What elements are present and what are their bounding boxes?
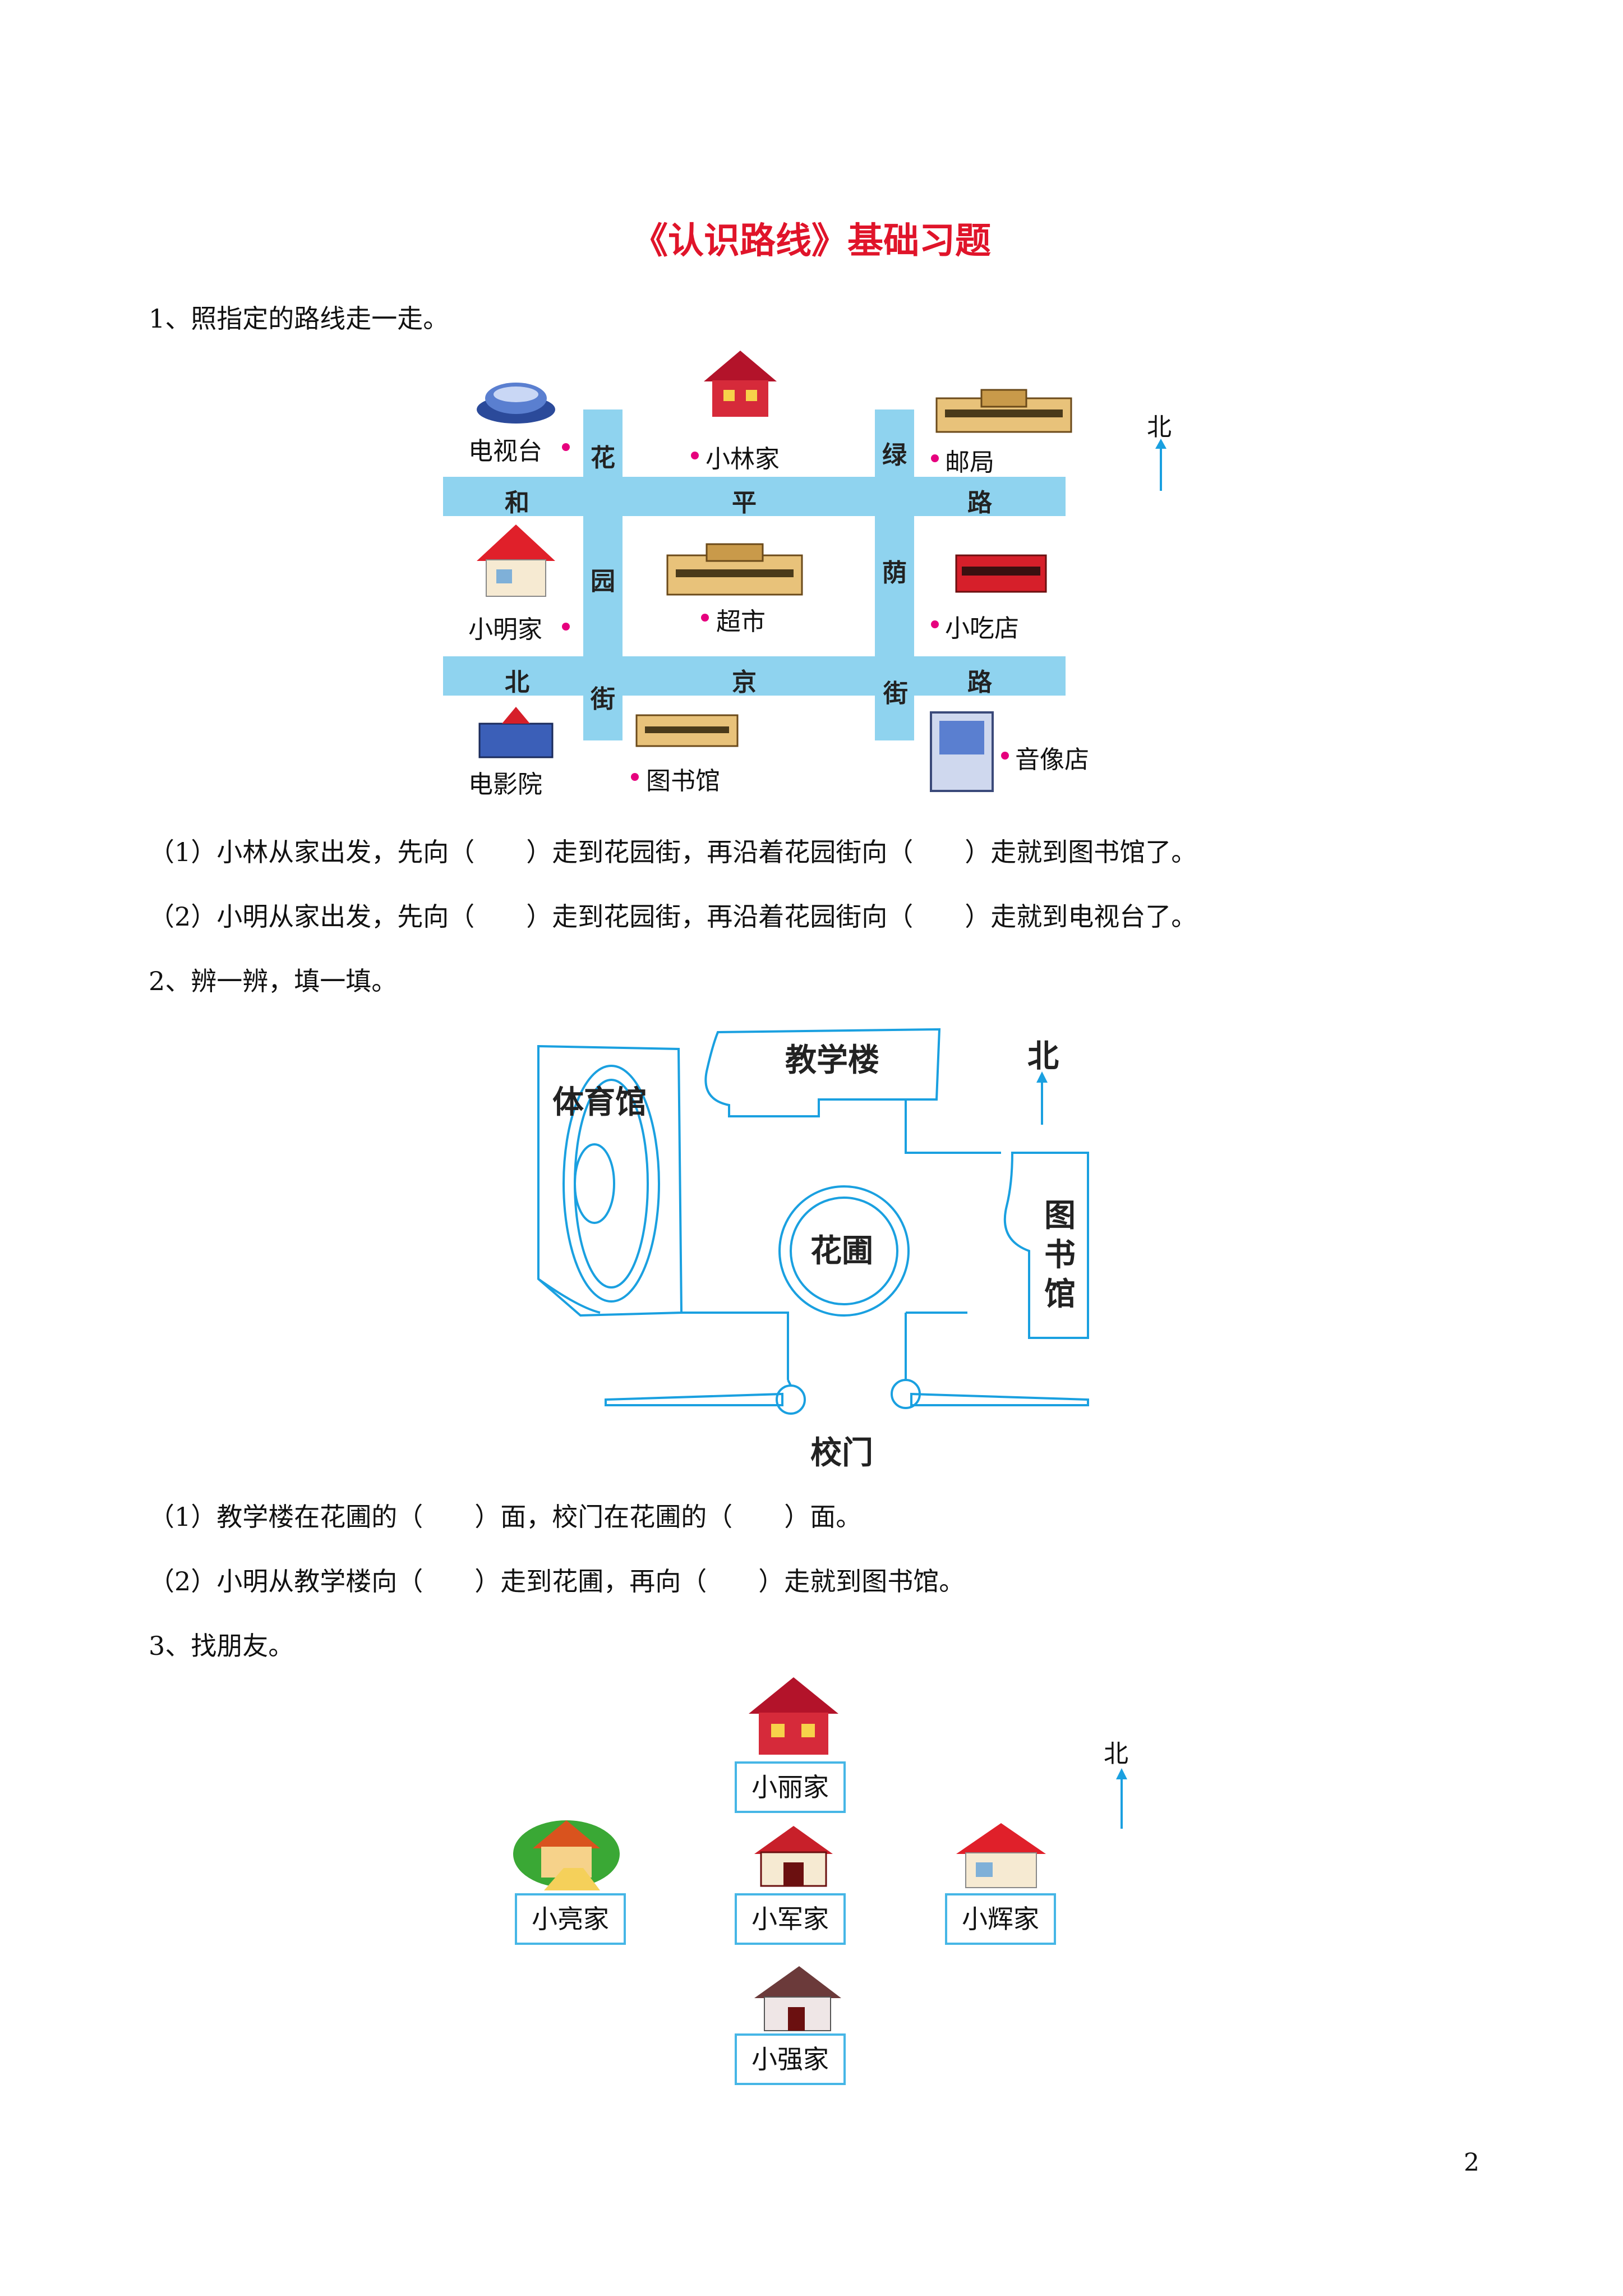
page-number: 2 <box>1464 2148 1479 2177</box>
road-char: 路 <box>967 668 992 697</box>
road-beijing <box>443 656 1066 696</box>
label-gym: 体育馆 <box>552 1084 647 1121</box>
house-icon <box>513 1820 620 1890</box>
label-library: 书 <box>1044 1236 1076 1273</box>
label-library: 图 <box>1044 1197 1076 1234</box>
q1-item-2: （2）小明从家出发，先向（ ）走到花园街，再沿着花园街向（ ）走就到电视台了。 <box>149 901 1197 932</box>
location-dot <box>931 454 939 462</box>
road-char: 路 <box>967 489 992 517</box>
label-library: 馆 <box>1044 1276 1076 1313</box>
road-char: 园 <box>591 567 615 596</box>
house-icon <box>477 524 555 597</box>
road-char: 花 <box>591 444 615 472</box>
library-icon <box>635 714 739 747</box>
post-office-icon <box>935 389 1072 433</box>
cinema-icon <box>478 707 554 758</box>
north-label: 北 <box>1027 1038 1059 1075</box>
label-garden: 花圃 <box>810 1232 873 1269</box>
north-label: 北 <box>1104 1740 1128 1768</box>
label-snack-shop: 小吃店 <box>945 614 1019 643</box>
road-char: 街 <box>591 685 615 714</box>
label-cinema: 电影院 <box>468 770 542 799</box>
label-school-gate: 校门 <box>810 1434 873 1471</box>
house-box-xiaojun: 小军家 <box>735 1893 846 1945</box>
road-char: 北 <box>505 668 529 697</box>
road-char: 绿 <box>882 441 907 470</box>
house-icon <box>754 1966 841 2031</box>
location-dot <box>691 452 699 459</box>
road-char: 荫 <box>882 559 907 587</box>
video-store-icon <box>930 711 994 792</box>
label-supermarket: 超市 <box>716 608 766 636</box>
q2-heading: 2、辨一辨，填一填。 <box>149 966 398 996</box>
road-lvyin <box>875 409 914 740</box>
road-huayuan <box>583 409 623 740</box>
house-box-xiaohui: 小辉家 <box>945 1893 1056 1945</box>
house-icon <box>956 1823 1046 1888</box>
road-char: 街 <box>883 679 908 708</box>
page-title: 《认识路线》基础习题 <box>632 220 991 262</box>
location-dot <box>1001 752 1009 760</box>
label-teaching-building: 教学楼 <box>785 1042 879 1079</box>
location-dot <box>701 614 709 622</box>
label-tv-station: 电视台 <box>468 437 542 466</box>
q1-map: 和 平 路 北 京 街 路 花 园 街 绿 荫 <box>437 348 1223 799</box>
north-arrow-icon <box>1155 439 1166 491</box>
north-label: 北 <box>1147 413 1172 441</box>
house-box-xiaoli: 小丽家 <box>735 1761 846 1813</box>
label-xiaolin-home: 小林家 <box>706 445 780 473</box>
q1-heading: 1、照指定的路线走一走。 <box>149 303 449 334</box>
road-heping <box>443 477 1066 516</box>
label-post-office: 邮局 <box>945 448 994 477</box>
supermarket-icon <box>666 543 803 596</box>
north-arrow-icon <box>1116 1768 1127 1829</box>
campus-map <box>537 1028 1089 1415</box>
q2-item-1: （1）教学楼在花圃的（ ）面，校门在花圃的（ ）面。 <box>149 1502 862 1532</box>
house-box-xiaoliang: 小亮家 <box>515 1893 626 1945</box>
label-xiaoming-home: 小明家 <box>468 615 542 644</box>
house-icon <box>704 351 777 417</box>
q3-heading: 3、找朋友。 <box>149 1631 294 1661</box>
q2-item-2: （2）小明从教学楼向（ ）走到花圃，再向（ ）走就到图书馆。 <box>149 1566 965 1596</box>
location-dot <box>562 623 570 631</box>
location-dot <box>931 620 939 628</box>
house-box-xiaoqiang: 小强家 <box>735 2033 846 2085</box>
house-icon <box>754 1826 833 1887</box>
road-char: 京 <box>732 668 757 697</box>
location-dot <box>562 443 570 451</box>
house-icon <box>749 1677 838 1755</box>
road-char: 平 <box>732 489 757 517</box>
q1-item-1: （1）小林从家出发，先向（ ）走到花园街，再沿着花园街向（ ）走就到图书馆了。 <box>149 837 1197 867</box>
location-dot <box>631 773 639 781</box>
tv-station-icon <box>477 383 555 424</box>
snack-shop-icon <box>955 554 1047 593</box>
label-video-store: 音像店 <box>1015 746 1089 774</box>
road-char: 和 <box>505 489 529 517</box>
label-library: 图书馆 <box>646 767 720 795</box>
